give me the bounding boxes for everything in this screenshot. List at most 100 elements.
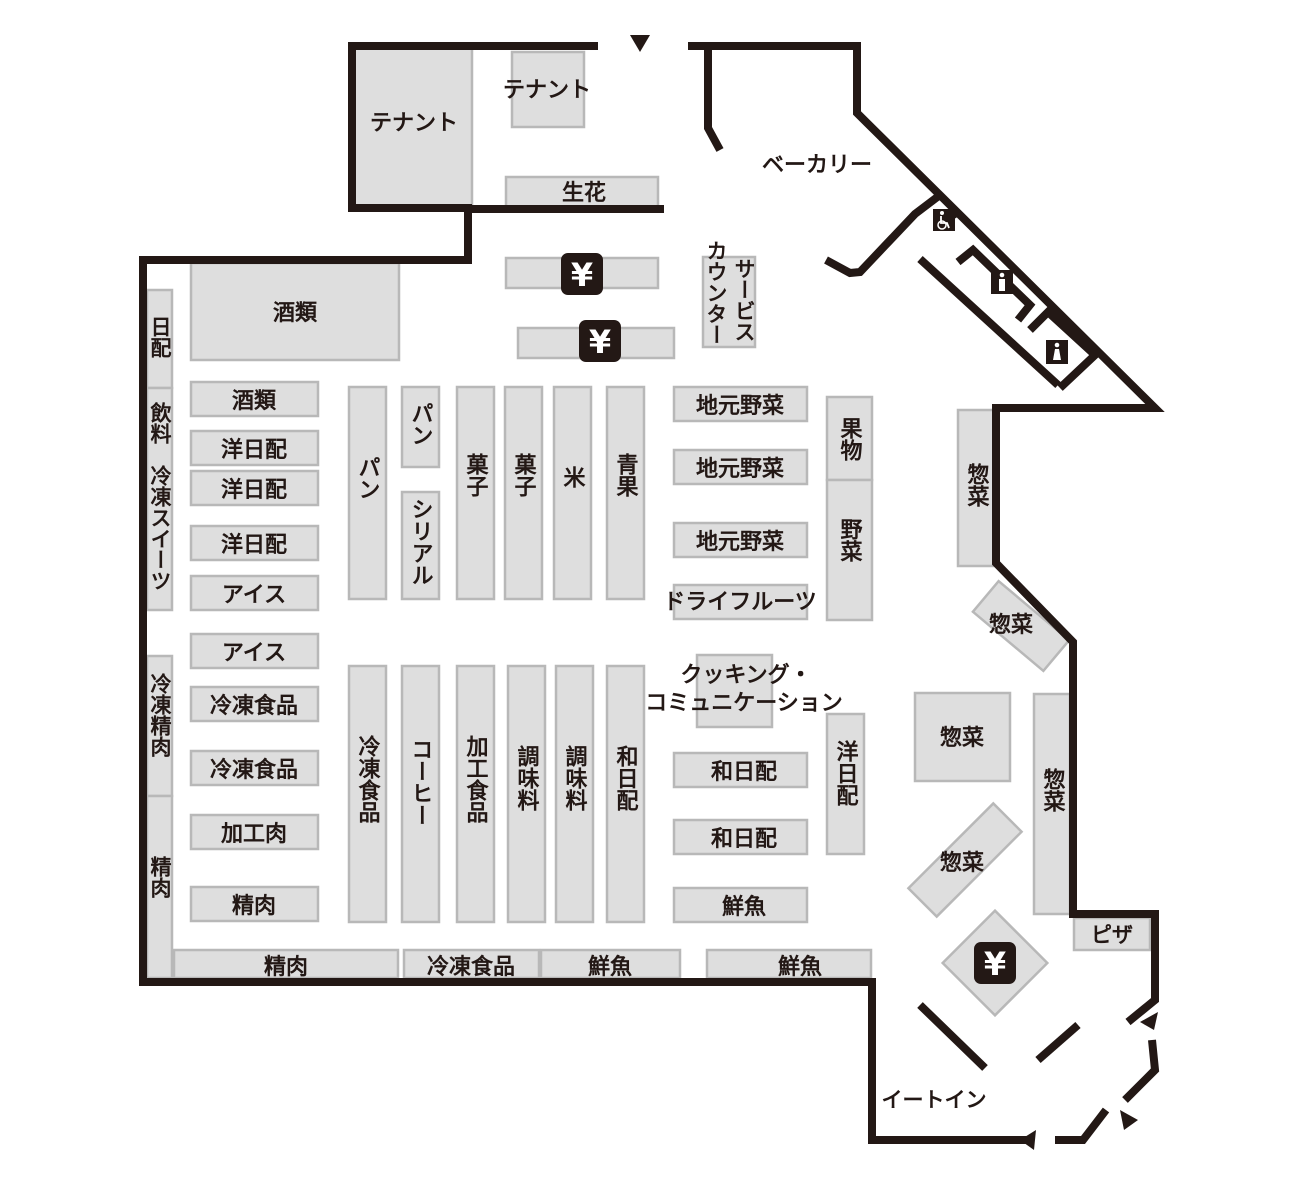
entrance-arrow-icon (630, 35, 650, 52)
deli-label-4: 惣菜 (1040, 767, 1067, 812)
processed-food-aisle[interactable] (455, 664, 496, 924)
processed-food-label: 加工食品 (463, 735, 490, 823)
vegetables-shelf[interactable] (825, 478, 874, 622)
western-daily-shelf-1[interactable] (189, 429, 320, 467)
meat-shelf[interactable] (189, 885, 320, 923)
deli-label-5: 惣菜 (940, 850, 984, 876)
seasoning-aisle-2[interactable] (554, 664, 595, 924)
coffee-aisle[interactable] (400, 664, 441, 924)
local-veg-label-1: 地元野菜 (696, 394, 784, 419)
flowers-label: 生花 (562, 180, 606, 206)
wall-daily-label: 日配 (148, 316, 172, 358)
restroom-icons (933, 209, 1068, 364)
coffee-label: コーヒー (408, 738, 433, 826)
bottom-meat-shelf[interactable] (172, 948, 400, 980)
japanese-daily-shelf-2[interactable] (672, 818, 809, 856)
cereal-label: シリアル (408, 498, 433, 586)
local-veg-shelf-2[interactable] (672, 448, 809, 486)
frozen-food-label-1: 冷凍食品 (210, 693, 298, 719)
seasoning-label-1: 調味料 (514, 744, 540, 811)
entrance-arrow-icon (1020, 1130, 1036, 1150)
service-counter-area[interactable] (701, 255, 757, 349)
dried-fruit-shelf[interactable] (672, 583, 809, 621)
japanese-daily-label-1: 和日配 (711, 760, 777, 785)
deli-label-3: 惣菜 (940, 725, 984, 751)
cooking-area[interactable] (695, 653, 774, 729)
bread-shelf-label: パン (408, 402, 433, 446)
local-veg-shelf-1[interactable] (672, 385, 809, 423)
western-daily-shelf-2[interactable] (189, 469, 320, 507)
male-restroom-icon (991, 270, 1013, 294)
western-daily-right-shelf[interactable] (825, 712, 866, 856)
seasoning-aisle-1[interactable] (506, 664, 547, 924)
pizza-label: ピザ (1091, 923, 1133, 947)
bread-aisle-label: パン (355, 456, 380, 500)
processed-meat-label: 加工肉 (220, 822, 287, 847)
bakery-label: ベーカリー (762, 153, 872, 178)
western-daily-shelf-3[interactable] (189, 524, 320, 562)
bread-shelf-small[interactable] (400, 385, 441, 469)
deli-shelf-4[interactable] (1032, 692, 1072, 916)
entrance-arrows (630, 35, 1158, 1150)
frozen-food-shelf-1[interactable] (189, 685, 320, 723)
deli-shelf-5[interactable] (906, 801, 1024, 919)
vegetables-label: 野菜 (837, 518, 864, 562)
frozen-food-shelf-2[interactable] (189, 749, 320, 787)
deli-area-3[interactable] (913, 691, 1012, 783)
fish-label: 鮮魚 (722, 894, 766, 920)
fruit-label: 果物 (837, 417, 863, 461)
wall-frozen-sweets-label: 冷凍スイーツ (148, 464, 172, 591)
produce-aisle[interactable] (605, 385, 646, 601)
service-counter-label-2: カウンター (704, 240, 728, 345)
processed-meat-shelf[interactable] (189, 813, 320, 851)
snacks-aisle-2[interactable] (503, 385, 544, 601)
tenant-left-label: テナント (370, 111, 458, 136)
liquor-shelf[interactable] (189, 380, 320, 418)
snacks-label-2: 菓子 (511, 452, 538, 498)
local-veg-label-3: 地元野菜 (696, 530, 784, 555)
japanese-daily-shelf-1[interactable] (672, 751, 809, 789)
cooking-label-1: クッキング・ (680, 662, 811, 688)
pizza-shelf[interactable] (1072, 916, 1152, 952)
liquor-area[interactable] (189, 261, 401, 362)
japanese-daily-aisle[interactable] (605, 664, 646, 924)
tenant-left-area[interactable] (350, 44, 474, 210)
ice-shelf-2[interactable] (189, 632, 320, 670)
bottom-meat-label: 精肉 (264, 954, 308, 980)
wall-drinks-label: 飲料 (148, 401, 173, 445)
local-veg-shelf-3[interactable] (672, 521, 809, 559)
fish-shelf[interactable] (672, 886, 809, 924)
entrance-arrow-icon (1140, 1012, 1158, 1030)
deli-shelf-1[interactable] (956, 408, 996, 568)
rice-aisle[interactable] (552, 385, 593, 601)
western-daily-label-2: 洋日配 (221, 477, 287, 503)
deli-shelf-2[interactable] (971, 579, 1071, 673)
ice-label-1: アイス (222, 583, 286, 608)
fruit-shelf[interactable] (825, 395, 874, 482)
labels: テナント テナント 生花 ベーカリー サービス カウンター 日配 飲料 冷凍スイ… (148, 78, 1133, 1112)
frozen-food-label-2: 冷凍食品 (210, 757, 298, 783)
cereal-shelf[interactable] (400, 490, 441, 601)
bread-aisle[interactable] (347, 385, 388, 601)
liquor-shelf-label: 酒類 (232, 389, 277, 414)
meat-label: 精肉 (232, 893, 276, 919)
snacks-aisle-1[interactable] (455, 385, 496, 601)
ice-shelf-1[interactable] (189, 574, 320, 612)
shelves (145, 44, 1152, 1018)
liquor-area-label: 酒類 (273, 301, 318, 326)
western-daily-label-3: 洋日配 (221, 532, 287, 558)
frozen-food-aisle-label: 冷凍食品 (355, 734, 381, 823)
rice-label: 米 (560, 466, 586, 488)
dried-fruit-label: ドライフルーツ (663, 590, 817, 615)
bottom-fish-shelf-1[interactable] (539, 948, 682, 980)
entrance-arrow-icon (1120, 1110, 1138, 1130)
wall-meat-label: 精肉 (148, 855, 172, 899)
register-yen-icon: ¥ (579, 320, 621, 362)
tenant-top-area[interactable] (510, 50, 586, 129)
ice-label-2: アイス (222, 641, 286, 666)
cooking-label-2: コミュニケーション (645, 691, 843, 716)
svg-text:¥: ¥ (589, 323, 611, 361)
register-yen-icon: ¥ (561, 253, 603, 295)
frozen-food-aisle[interactable] (347, 664, 388, 924)
